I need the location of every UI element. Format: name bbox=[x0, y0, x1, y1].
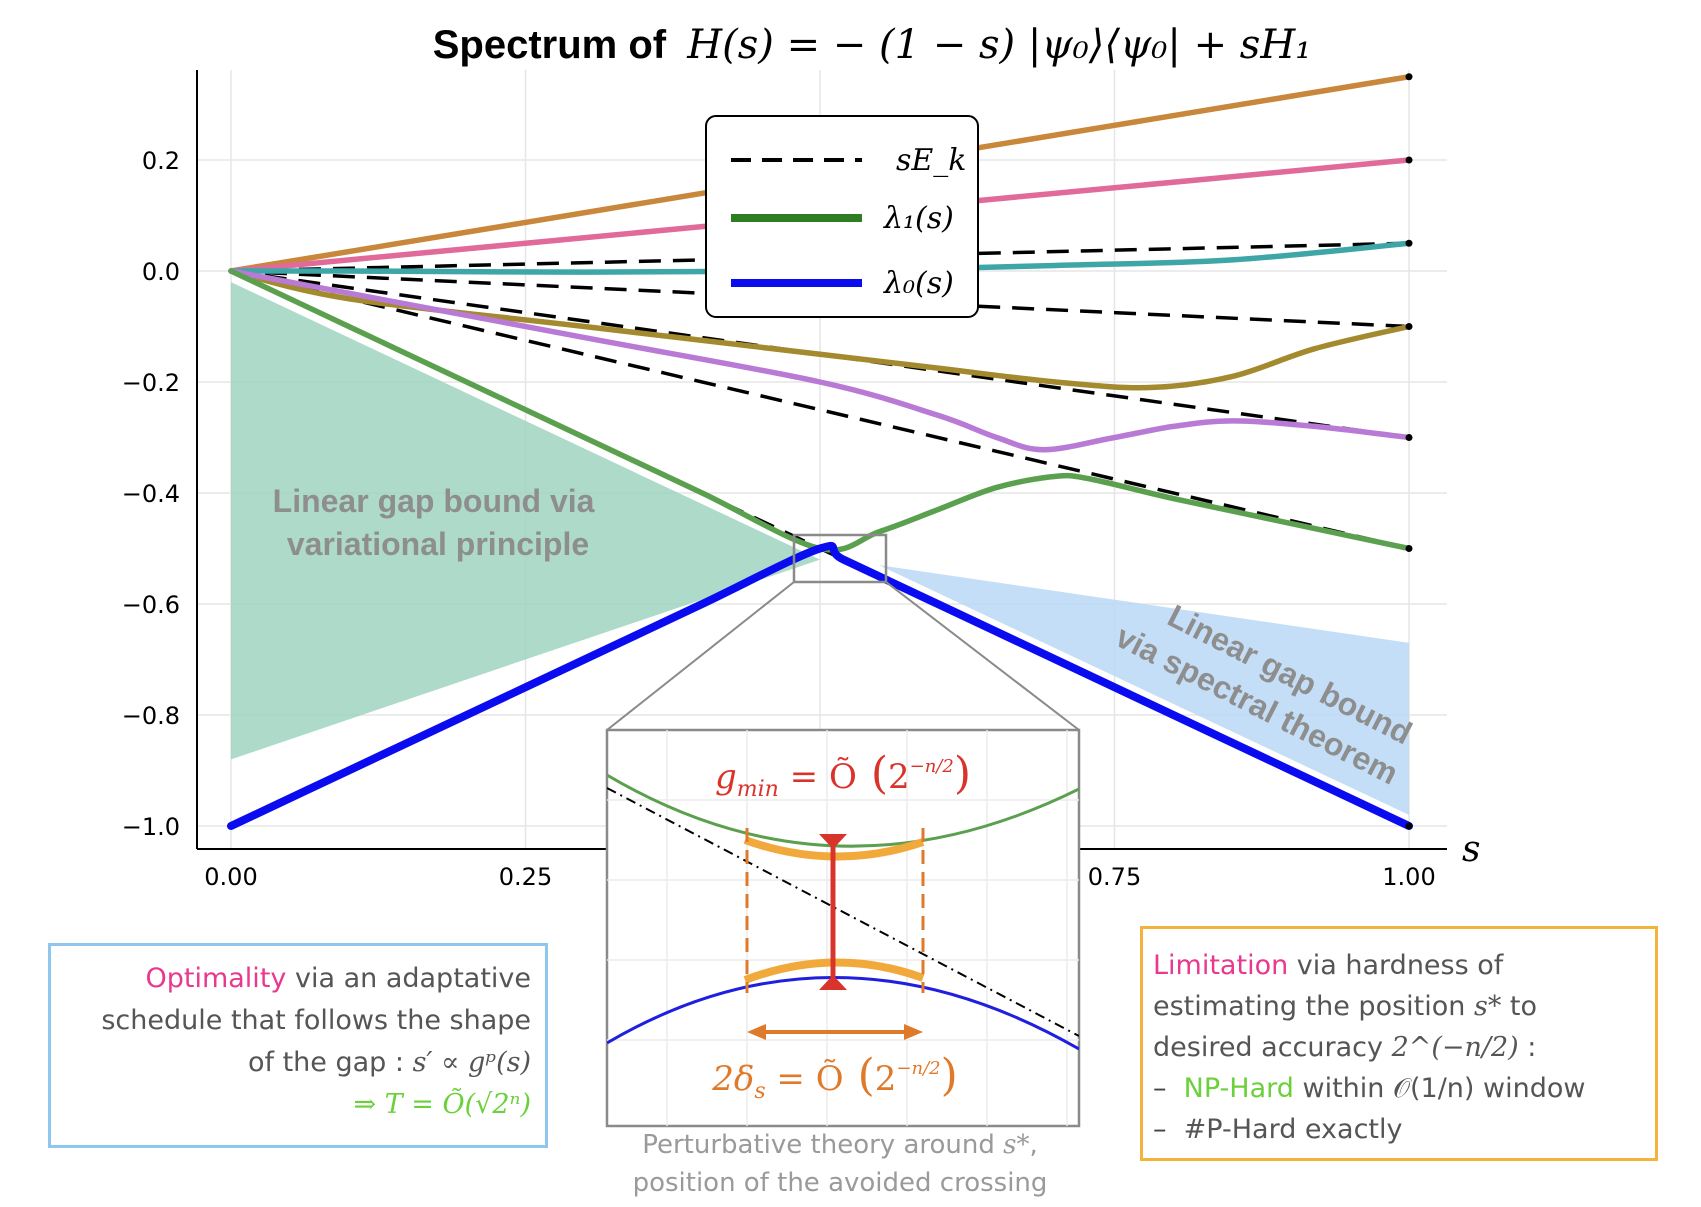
series-end-point-0 bbox=[1405, 73, 1413, 81]
chart-title-prefix: Spectrum of bbox=[433, 23, 667, 67]
legend-label-lambda0: λ₀(s) bbox=[883, 266, 954, 301]
y-tick-label: −0.4 bbox=[122, 480, 180, 508]
x-axis-label: s bbox=[1462, 829, 1480, 870]
zoom-projection-right bbox=[885, 581, 1080, 731]
variational-annotation-line2: variational principle bbox=[287, 526, 589, 562]
series-end-point-2 bbox=[1405, 239, 1413, 247]
avoided-crossing-inset: gmin = Õ (2−n/2) 2δs = Õ (2−n/2) bbox=[605, 728, 1081, 1128]
inset-gap-marker-bottom bbox=[819, 975, 847, 990]
x-tick-label: 0.00 bbox=[204, 863, 257, 891]
inset-lambda0-curve bbox=[607, 975, 1079, 1051]
series-end-point-1 bbox=[1405, 156, 1413, 164]
optimality-line1: Optimality via an adaptative bbox=[145, 963, 531, 994]
limitation-box: Limitation via hardness of estimating th… bbox=[1140, 926, 1658, 1161]
inset-gmin-label: gmin = Õ (2−n/2) bbox=[715, 748, 971, 802]
zoom-projection-left bbox=[606, 581, 795, 731]
limitation-line3: desired accuracy 2^(−n/2) : bbox=[1153, 1032, 1537, 1063]
series-end-point-6 bbox=[1405, 822, 1413, 830]
x-tick-label: 0.25 bbox=[499, 863, 552, 891]
chart-title-formula: H(s) = − (1 − s) |ψ₀⟩⟨ψ₀| + sH₁ bbox=[686, 22, 1311, 68]
inset-delta-label: 2δs = Õ (2−n/2) bbox=[711, 1050, 958, 1104]
y-tick-label: −1.0 bbox=[122, 813, 180, 841]
inset-caption: Perturbative theory around s*, position … bbox=[600, 1126, 1080, 1202]
optimality-line4: ⇒ T = Õ(√2ⁿ) bbox=[353, 1089, 531, 1120]
optimality-highlight: Optimality bbox=[145, 963, 287, 994]
y-tick-label: −0.8 bbox=[122, 702, 180, 730]
chart-title: Spectrum of H(s) = − (1 − s) |ψ₀⟩⟨ψ₀| + … bbox=[433, 22, 1312, 68]
inset-delta-arrow-left bbox=[747, 1024, 766, 1040]
y-tick-label: 0.2 bbox=[142, 147, 180, 175]
y-tick-label: −0.6 bbox=[122, 591, 180, 619]
limitation-line1: Limitation via hardness of bbox=[1153, 950, 1504, 981]
inset-frame bbox=[605, 728, 1081, 1128]
series-line-4 bbox=[228, 268, 1412, 453]
inset-caption-line1: Perturbative theory around s*, bbox=[642, 1130, 1038, 1160]
series-end-point-3 bbox=[1405, 323, 1413, 330]
limitation-bullet-np: – NP-Hard within 𝒪(1/n) window bbox=[1153, 1073, 1586, 1104]
optimality-box: Optimality via an adaptative schedule th… bbox=[48, 943, 548, 1148]
x-tick-label: 1.00 bbox=[1382, 863, 1435, 891]
y-tick-label: 0.0 bbox=[142, 258, 180, 286]
inset-caption-line2: position of the avoided crossing bbox=[632, 1168, 1048, 1198]
gap-bound-region-1 bbox=[878, 565, 1409, 815]
series-line-5 bbox=[228, 268, 1412, 553]
y-tick-label: −0.2 bbox=[122, 369, 180, 397]
limitation-bullet-sharp-p: – #P-Hard exactly bbox=[1153, 1114, 1403, 1145]
legend-label-lambda1: λ₁(s) bbox=[883, 201, 954, 236]
x-tick-label: 0.75 bbox=[1088, 863, 1141, 891]
series-line-6 bbox=[227, 541, 1413, 830]
series-end-point-5 bbox=[1405, 545, 1413, 552]
legend-label-sek: sE_k bbox=[896, 143, 966, 178]
gap-bound-regions bbox=[231, 282, 1409, 815]
inset-diabatic-line bbox=[607, 787, 1079, 1037]
inset-delta-arrow-right bbox=[904, 1024, 923, 1040]
series-end-point-4 bbox=[1405, 434, 1413, 441]
optimality-line3: of the gap : s′ ∝ gᵖ(s) bbox=[247, 1047, 531, 1078]
gap-bound-region-0 bbox=[231, 282, 820, 760]
variational-annotation-line1: Linear gap bound via bbox=[273, 483, 595, 519]
optimality-line2: schedule that follows the shape bbox=[101, 1005, 531, 1036]
limitation-line2: estimating the position s* to bbox=[1153, 991, 1538, 1022]
limitation-highlight: Limitation bbox=[1153, 950, 1289, 981]
variational-annotation: Linear gap bound via variational princip… bbox=[273, 483, 604, 562]
inset-gap-marker-top bbox=[819, 834, 847, 849]
zoom-region-box bbox=[792, 533, 888, 584]
inset-lambda1-curve bbox=[607, 773, 1079, 848]
np-hard-highlight: NP-Hard bbox=[1183, 1073, 1294, 1104]
legend: sE_k λ₁(s) λ₀(s) bbox=[705, 115, 979, 318]
